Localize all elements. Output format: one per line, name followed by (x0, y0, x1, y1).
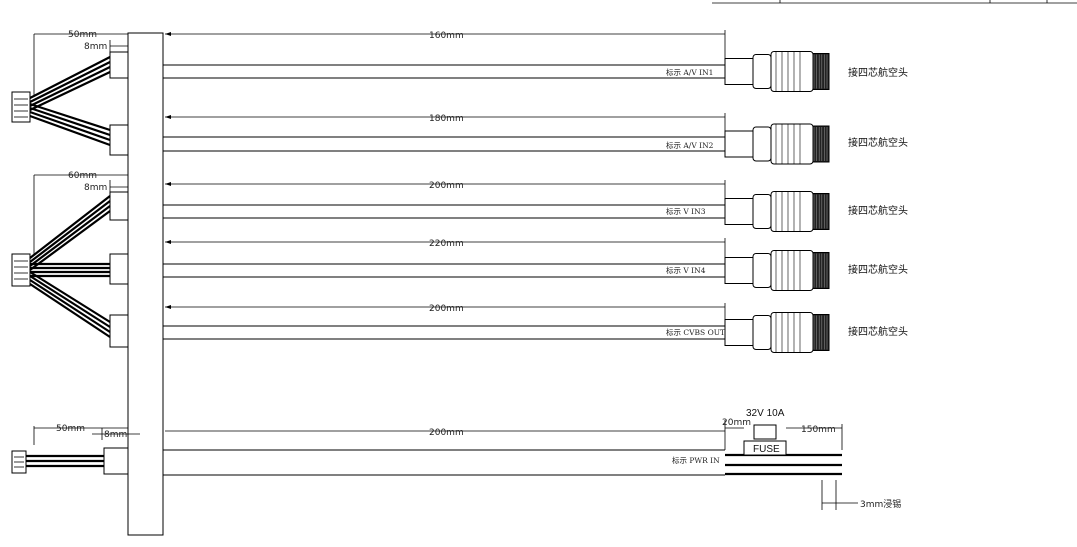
fuse-body (743, 440, 787, 456)
run-3-plug-thread (812, 193, 830, 230)
run-3-tag: 标示 V IN3 (666, 206, 706, 216)
title-block-fragment (712, 0, 1077, 4)
run-1-dim-arrow (165, 32, 171, 36)
run-2-tag: 标示 A/V IN2 (666, 140, 714, 150)
run-4-length: 220mm (429, 239, 464, 249)
run-3-length: 200mm (429, 181, 464, 191)
run-1-end-label: 接四芯航空头 (848, 66, 908, 79)
branch-group-1: 50mm 8mm (11, 30, 129, 156)
tin-note: 3mm浸锡 (860, 499, 901, 510)
power-branch-length: 50mm (56, 424, 85, 434)
power-tag: 标示 PWR IN (672, 455, 720, 465)
fuse-cap (753, 424, 777, 440)
run-5-length: 200mm (429, 304, 464, 314)
branch-group-2: 60mm 8mm (11, 171, 129, 348)
fuse-label: FUSE (753, 444, 780, 455)
run-2-plug-thread (812, 125, 830, 163)
run-3-dim-arrow (165, 182, 171, 186)
branch-1-offset: 8mm (84, 42, 107, 52)
run-2-length: 180mm (429, 114, 464, 124)
power-branch-offset: 8mm (104, 430, 127, 440)
run-1-plug-thread (812, 53, 830, 90)
run-3-end-label: 接四芯航空头 (848, 204, 908, 217)
power-branch: 50mm 8mm (11, 424, 140, 475)
tail-length: 150mm (801, 425, 836, 435)
run-5-tag: 标示 CVBS OUT (666, 327, 725, 337)
run-4-end-label: 接四芯航空头 (848, 263, 908, 276)
run-4-dim-arrow (165, 240, 171, 244)
run-1-tag: 标示 A/V IN1 (666, 67, 713, 77)
run-4-plug-thread (812, 252, 830, 289)
run-5-plug-thread (812, 314, 830, 351)
run-2-end-label: 接四芯航空头 (848, 136, 908, 149)
fuse-gap: 20mm (722, 418, 751, 428)
run-2-dim-arrow (165, 115, 171, 119)
run-4-tag: 标示 V IN4 (666, 265, 706, 275)
power-run-length: 200mm (429, 428, 464, 438)
branch-2-offset: 8mm (84, 183, 107, 193)
branch-2-length: 60mm (68, 171, 97, 181)
branch-1-length: 50mm (68, 30, 97, 40)
run-5-end-label: 接四芯航空头 (848, 325, 908, 338)
run-1-length: 160mm (429, 31, 464, 41)
run-5-dim-arrow (165, 305, 171, 309)
fuse-rating: 32V 10A (746, 408, 785, 419)
